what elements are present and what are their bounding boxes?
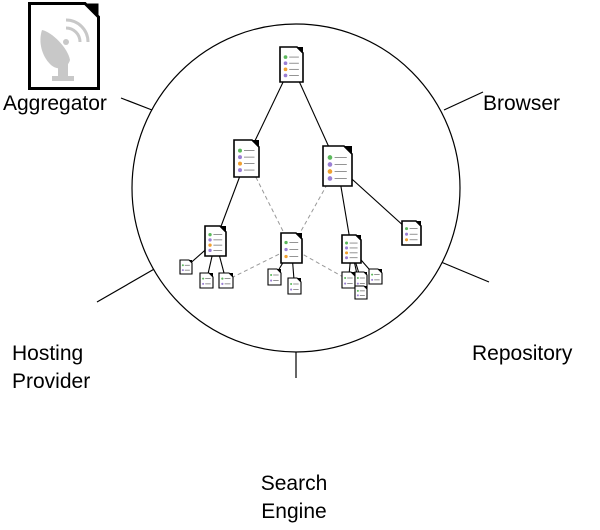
web-page-13	[354, 271, 368, 289]
web-page-12	[341, 271, 356, 289]
connector-hosting-provider	[96, 267, 157, 303]
web-pages	[179, 46, 422, 300]
bullet-dot	[327, 169, 333, 174]
web-page-14	[368, 268, 383, 285]
bullet-dot	[283, 73, 288, 78]
bullet-dot	[345, 256, 349, 260]
bullet-dot	[238, 168, 242, 173]
bullet-dot	[356, 294, 359, 297]
bullet-dot	[283, 61, 288, 66]
web-page-7	[179, 259, 193, 275]
bullet-dot	[284, 247, 288, 252]
bullet-dot	[270, 273, 273, 277]
bullet-dot	[356, 289, 359, 292]
aggregator-document	[28, 2, 100, 90]
bullet-dot	[371, 278, 374, 281]
web-page-10	[267, 268, 282, 286]
bullet-dot	[327, 162, 333, 167]
bullet-dot	[208, 238, 212, 242]
bullet-dot	[208, 243, 212, 247]
web-page-6	[401, 220, 422, 246]
bullet-dot	[208, 248, 212, 253]
search-engine-label-line1: Search	[260, 472, 328, 495]
bullet-dot	[221, 277, 224, 280]
bullet-dot	[371, 273, 374, 276]
hosting-provider-label-line2: Provider	[12, 370, 91, 393]
bullet-dot	[284, 240, 288, 245]
bullet-dot	[238, 148, 242, 153]
connector-repository	[440, 261, 490, 283]
bullet-dot	[327, 176, 333, 181]
search-engine-label-line2: Engine	[261, 500, 327, 523]
web-page-3	[204, 225, 227, 257]
bullet-dot	[284, 254, 288, 259]
bullet-dot	[345, 241, 349, 245]
bullet-dot	[405, 227, 409, 231]
bullet-dot	[202, 277, 205, 280]
connectors	[96, 91, 490, 378]
web-page-11	[287, 277, 302, 295]
bullet-dot	[283, 55, 288, 59]
web-page-5	[341, 234, 362, 264]
bullet-dot	[290, 288, 293, 291]
bullet-dot	[405, 232, 409, 236]
web-page-15	[354, 285, 368, 300]
web-page-0	[279, 46, 304, 83]
connector-aggregator	[120, 97, 153, 111]
bullet-dot	[290, 282, 293, 286]
aggregator-label: Aggregator	[3, 92, 107, 115]
bullet-dot	[238, 155, 242, 160]
connector-browser	[443, 91, 484, 111]
hosting-provider-label: Hosting Provider	[12, 340, 90, 396]
bullet-dot	[181, 264, 184, 267]
bullet-dot	[270, 279, 273, 282]
bullet-dot	[208, 232, 212, 237]
browser-label: Browser	[483, 92, 561, 115]
web-page-2	[322, 145, 353, 187]
bullet-dot	[345, 246, 349, 250]
bullet-dot	[405, 238, 409, 242]
bullet-dot	[181, 269, 184, 272]
search-engine-label: Search Engine	[246, 470, 342, 526]
hosting-provider-label-line1: Hosting	[12, 342, 84, 365]
bullet-dot	[356, 277, 359, 279]
web-page-4	[280, 232, 303, 264]
bullet-dot	[238, 161, 242, 166]
web-page-8	[199, 272, 214, 289]
bullet-dot	[327, 155, 333, 160]
bullet-dot	[344, 276, 347, 280]
dashed-edge-2	[225, 247, 292, 281]
bullet-dot	[221, 282, 224, 285]
bullet-dot	[283, 67, 288, 72]
repository-label: Repository	[472, 342, 573, 365]
web-page-9	[218, 272, 234, 289]
bullet-dot	[202, 282, 205, 285]
satellite-dish-icon	[40, 18, 90, 81]
web-page-1	[233, 139, 260, 178]
bullet-dot	[344, 282, 347, 285]
bullet-dot	[345, 251, 349, 255]
bullet-dot	[356, 282, 359, 285]
